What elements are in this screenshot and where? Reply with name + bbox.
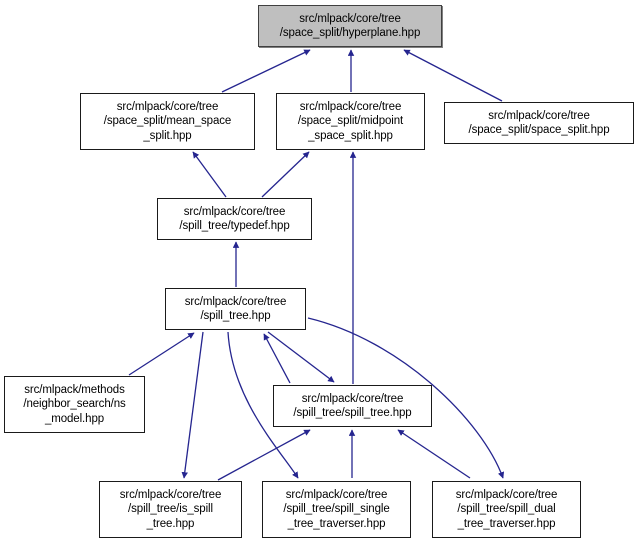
graph-node-spill_dual_tree_traverser[interactable]: src/mlpack/core/tree /spill_tree/spill_d…	[432, 481, 581, 538]
graph-node-label: src/mlpack/core/tree /spill_tree/spill_s…	[283, 489, 390, 530]
graph-node-spill_tree_impl[interactable]: src/mlpack/core/tree /spill_tree/spill_t…	[273, 385, 432, 427]
graph-node-ns_model[interactable]: src/mlpack/methods /neighbor_search/ns _…	[4, 376, 145, 433]
graph-edge	[307, 317, 505, 479]
graph-edge	[403, 49, 503, 102]
graph-edge	[261, 151, 310, 198]
graph-edge	[227, 331, 299, 479]
graph-node-label: src/mlpack/core/tree /space_split/mean_s…	[103, 101, 232, 142]
graph-node-label: src/mlpack/core/tree /space_split/hyperp…	[279, 12, 421, 39]
graph-node-label: src/mlpack/core/tree /spill_tree/spill_d…	[455, 489, 558, 530]
graph-edge	[263, 333, 291, 384]
graph-edge	[267, 331, 335, 383]
graph-node-label: src/mlpack/core/tree /spill_tree/is_spil…	[119, 489, 222, 530]
edges-group	[128, 49, 505, 481]
graph-edge	[181, 331, 204, 479]
graph-node-is_spill_tree[interactable]: src/mlpack/core/tree /spill_tree/is_spil…	[99, 481, 242, 538]
graph-edge	[128, 332, 195, 376]
graph-node-space_split[interactable]: src/mlpack/core/tree /space_split/space_…	[444, 102, 634, 144]
graph-node-spill_tree_hpp[interactable]: src/mlpack/core/tree /spill_tree.hpp	[165, 288, 306, 330]
graph-edge	[217, 429, 311, 481]
graph-node-label: src/mlpack/core/tree /spill_tree.hpp	[184, 295, 287, 322]
graph-node-midpoint_space_split[interactable]: src/mlpack/core/tree /space_split/midpoi…	[276, 93, 425, 150]
graph-edge	[192, 151, 227, 198]
graph-node-label: src/mlpack/core/tree /space_split/midpoi…	[297, 101, 404, 142]
graph-node-label: src/mlpack/core/tree /space_split/space_…	[468, 109, 610, 136]
graph-node-label: src/mlpack/methods /neighbor_search/ns _…	[23, 384, 126, 425]
graph-node-label: src/mlpack/core/tree /spill_tree/spill_t…	[293, 392, 412, 419]
graph-node-hyperplane[interactable]: src/mlpack/core/tree /space_split/hyperp…	[258, 5, 442, 47]
graph-node-mean_space_split[interactable]: src/mlpack/core/tree /space_split/mean_s…	[80, 93, 255, 150]
graph-edge	[397, 429, 471, 479]
graph-node-typedef[interactable]: src/mlpack/core/tree /spill_tree/typedef…	[157, 198, 312, 240]
graph-node-spill_single_tree_traverser[interactable]: src/mlpack/core/tree /spill_tree/spill_s…	[262, 481, 411, 538]
graph-edge	[221, 49, 311, 93]
graph-node-label: src/mlpack/core/tree /spill_tree/typedef…	[179, 205, 290, 232]
